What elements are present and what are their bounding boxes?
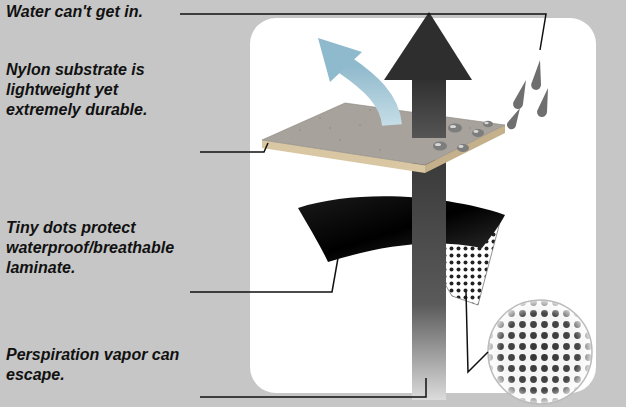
callout-text: Nylon substrate is lightweight yet extre…	[6, 60, 196, 120]
vapor-arrow-head	[384, 12, 472, 80]
laminate-sheet	[298, 196, 505, 262]
vapor-arrow-shaft	[412, 160, 446, 400]
vapor-arrow-shaft	[412, 76, 446, 138]
magnified-dots	[488, 300, 592, 404]
leader-lines	[180, 14, 546, 397]
air-arrow	[345, 65, 392, 125]
raindrops	[507, 60, 548, 129]
callout-text: Perspiration vapor can escape.	[6, 345, 191, 385]
magnifier-ring	[488, 300, 592, 404]
air-arrow-head	[318, 38, 362, 82]
callout-text: Water can't get in.	[6, 2, 181, 22]
callout-text: Tiny dots protect waterproof/breathable …	[6, 218, 196, 278]
